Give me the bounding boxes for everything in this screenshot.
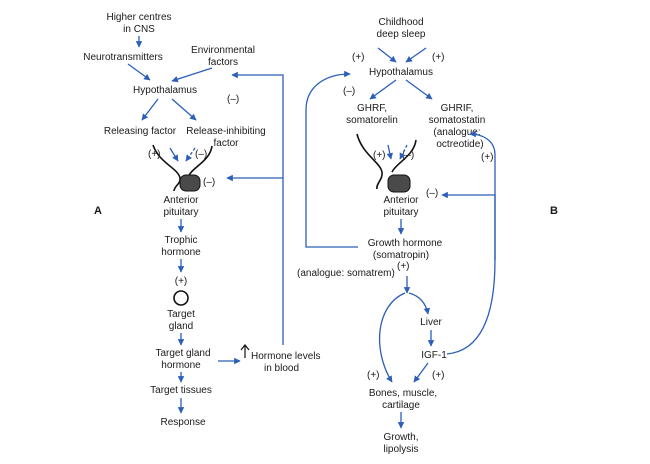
- releasing-factor-label: Releasing factor: [104, 126, 177, 137]
- hormone-levels-2: in blood: [264, 363, 299, 374]
- response-label: Response: [160, 417, 205, 428]
- neurotransmitters-label: Neurotransmitters: [83, 52, 162, 63]
- feedback-gh-to-hypo: [305, 70, 358, 248]
- panel-b-letter: B: [550, 205, 558, 217]
- panel-a: A Higher centres in CNS Neurotransmitter…: [83, 12, 320, 428]
- hypothalamus-a-label: Hypothalamus: [133, 85, 197, 96]
- arrow-ghrif-to-pit: [399, 144, 408, 160]
- release-inhibiting-label-1: Release-inhibiting: [186, 126, 266, 137]
- ghrif-label-1: GHRIF,: [441, 103, 474, 114]
- ghrf-label-1: GHRF,: [357, 103, 387, 114]
- plus-a: (+): [148, 149, 161, 160]
- growth-hormone-2: (somatropin): [373, 250, 429, 261]
- feedback-igf-to-pit: [441, 191, 496, 355]
- anterior-pituitary-a-1: Anterior: [163, 195, 199, 206]
- panel-b: B Childhood deep sleep (+) (+) Hypothala…: [297, 17, 558, 455]
- target-gland-1: Target: [167, 309, 195, 320]
- arrow-gh-to-bones: [379, 292, 406, 383]
- left-plus-b: (+): [367, 370, 380, 381]
- growth-hormone-1: Growth hormone: [368, 238, 443, 249]
- growth-label-2: lipolysis: [383, 444, 418, 455]
- gh-plus: (+): [397, 261, 410, 272]
- release-inhibiting-label-2: factor: [213, 138, 239, 149]
- arrow-releasing-to-pit: [169, 147, 179, 162]
- ghrif-label-2: somatostatin: [429, 115, 486, 126]
- minus-b: (–): [402, 150, 414, 161]
- arrow-hypo-to-ghrif: [405, 79, 433, 100]
- analogue-somatrem-label: (analogue: somatrem): [297, 268, 395, 279]
- trophic-hormone-2: hormone: [161, 247, 201, 258]
- target-gland-2: gland: [169, 321, 193, 332]
- childhood-label-2: deep sleep: [377, 29, 426, 40]
- bones-label-2: cartilage: [382, 400, 420, 411]
- plus-right-b: (+): [432, 52, 445, 63]
- trophic-hormone-1: Trophic: [165, 235, 198, 246]
- arrow-hypo-to-inhibiting: [171, 98, 197, 121]
- feedback-to-hypo-a: [231, 71, 284, 345]
- panel-a-letter: A: [94, 205, 102, 217]
- hypothalamus-b-label: Hypothalamus: [369, 67, 433, 78]
- hormone-levels-1: Hormone levels: [251, 351, 320, 362]
- igf1-label: IGF-1: [421, 350, 447, 361]
- portal-vessel-left: [152, 144, 181, 192]
- igf-plus: (+): [432, 370, 445, 381]
- higher-centres-label-1: Higher centres: [106, 12, 171, 23]
- target-gland-circle: [173, 290, 189, 306]
- arrow-hypo-to-ghrf: [369, 79, 397, 100]
- ghrif-label-4: octreotide): [436, 139, 483, 150]
- growth-label-1: Growth,: [383, 432, 418, 443]
- ghrif-plus: (+): [481, 152, 494, 163]
- arrow-inhibiting-to-pit: [185, 147, 196, 162]
- pituitary-a-shape: [179, 174, 201, 192]
- environmental-label-1: Environmental: [191, 45, 255, 56]
- target-gland-hormone-2: hormone: [161, 360, 201, 371]
- portal-vessel-b-left: [356, 133, 383, 190]
- arrow-ghrf-to-pit: [386, 144, 393, 160]
- childhood-label-1: Childhood: [378, 17, 423, 28]
- arrow-gh-to-liver: [408, 292, 431, 315]
- anterior-pituitary-b-1: Anterior: [383, 195, 419, 206]
- arrow-childhood-to-hypo: [377, 47, 397, 63]
- environmental-label-2: factors: [208, 57, 238, 68]
- increase-arrow-icon: [240, 344, 250, 358]
- pituitary-b-shape: [387, 174, 411, 193]
- pit-a-minus: (–): [203, 177, 215, 188]
- arrow-igf-to-bones: [413, 362, 429, 383]
- arrow-sleep-to-hypo: [405, 47, 427, 63]
- feedback-igf-to-ghrif: [469, 130, 496, 260]
- trophic-plus: (+): [175, 276, 188, 287]
- plus-left-b: (+): [352, 52, 365, 63]
- ghrf-label-2: somatorelin: [346, 115, 398, 126]
- target-gland-hormone-1: Target gland: [155, 348, 210, 359]
- hypo-a-minus: (–): [227, 94, 239, 105]
- liver-label: Liver: [420, 317, 442, 328]
- bones-label-1: Bones, muscle,: [369, 388, 437, 399]
- plus-b: (+): [373, 150, 386, 161]
- arrow-neuro-to-hypo: [127, 63, 151, 81]
- hypo-b-minus: (–): [343, 86, 355, 97]
- pit-b-minus: (–): [426, 188, 438, 199]
- anterior-pituitary-a-2: pituitary: [163, 207, 198, 218]
- ghrif-label-3: (analogue:: [433, 127, 480, 138]
- anterior-pituitary-b-2: pituitary: [383, 207, 418, 218]
- arrow-hypo-to-releasing: [141, 98, 159, 121]
- higher-centres-label-2: in CNS: [123, 24, 155, 35]
- target-tissues-label: Target tissues: [150, 385, 212, 396]
- arrow-env-to-hypo: [171, 67, 213, 83]
- minus-a: (–): [195, 149, 207, 160]
